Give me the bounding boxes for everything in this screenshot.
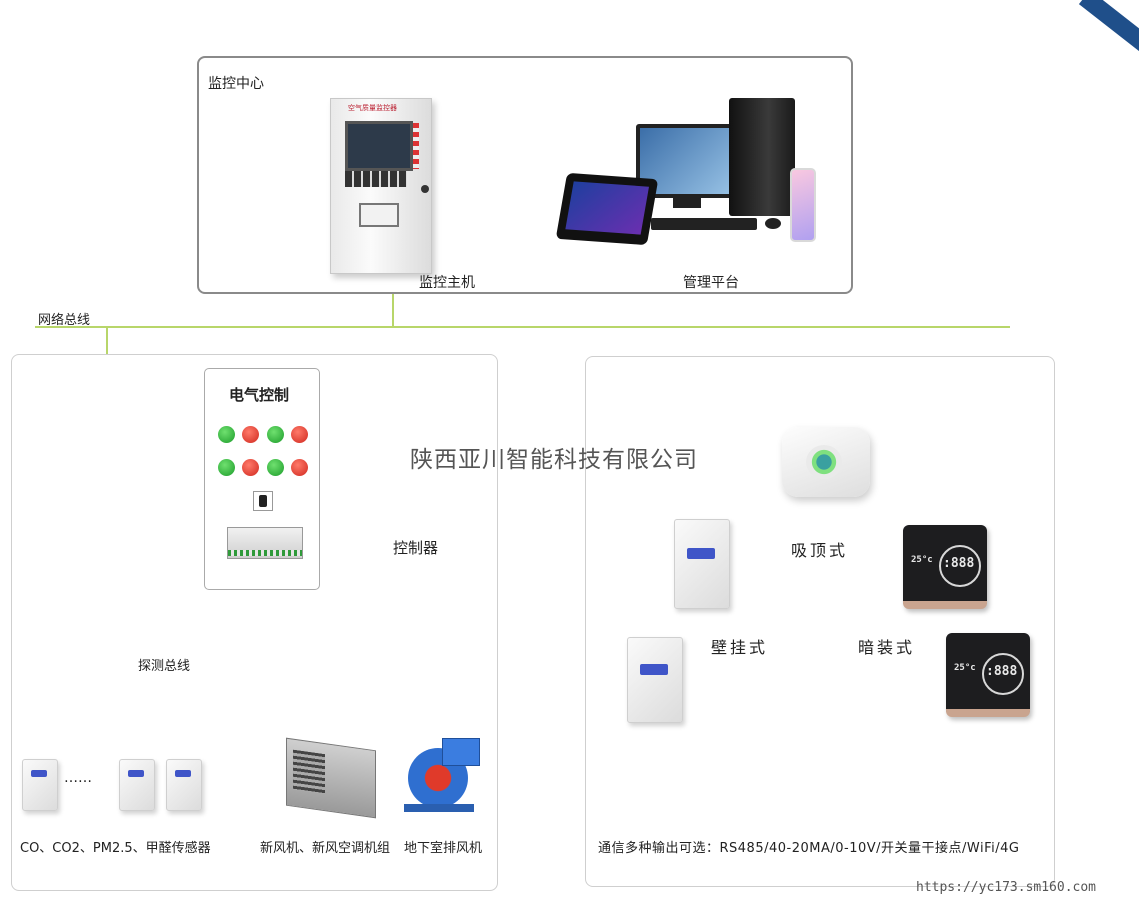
controller-label: 控制器 xyxy=(393,539,439,557)
network-bus-label: 网络总线 xyxy=(38,313,91,328)
sensors-label: CO、CO2、PM2.5、甲醛传感器 xyxy=(20,841,211,856)
wall-mount-label: 壁挂式 xyxy=(711,638,769,657)
electrical-control-title: 电气控制 xyxy=(229,386,290,404)
monitor-center-title: 监控中心 xyxy=(208,76,264,92)
indicator-lamp-3 xyxy=(267,426,284,443)
monitoring-host-image: 空气质量监控器 xyxy=(330,98,432,274)
host-printer xyxy=(359,203,399,227)
fresh-air-label: 新风机、新风空调机组 xyxy=(260,841,391,856)
sensor-device-1 xyxy=(22,759,58,811)
keyboard-image xyxy=(651,218,757,230)
indicator-lamp-4 xyxy=(291,426,308,443)
indicator-lamp-1 xyxy=(218,426,235,443)
embedded-panel-image-1: :888 25°c xyxy=(903,525,987,609)
sensor-device-3 xyxy=(166,759,202,811)
host-screen xyxy=(345,121,413,171)
ceiling-sensor-image xyxy=(782,427,870,497)
indicator-lamp-5 xyxy=(218,459,235,476)
monitor-center-panel: 监控中心 空气质量监控器 监控主机 管理平台 xyxy=(197,56,853,294)
selector-switch-icon xyxy=(253,491,273,511)
exhaust-fan-image xyxy=(404,738,480,814)
host-brand-text: 空气质量监控器 xyxy=(348,104,397,112)
indicator-lamp-6 xyxy=(242,459,259,476)
smartphone-image xyxy=(790,168,816,242)
host-keypad xyxy=(345,171,407,187)
monitoring-host-label: 监控主机 xyxy=(419,275,475,291)
tablet-image xyxy=(555,172,659,246)
detection-bus-label: 探测总线 xyxy=(138,659,191,674)
embedded-mount-label: 暗装式 xyxy=(858,638,916,657)
indicator-lamp-2 xyxy=(242,426,259,443)
controller-module-image xyxy=(227,527,303,559)
ceiling-mount-label: 吸顶式 xyxy=(791,541,849,560)
monitor-stand xyxy=(673,196,701,208)
fresh-air-unit-image xyxy=(286,737,376,819)
source-url[interactable]: https://yc173.sm160.com xyxy=(916,880,1097,895)
wall-sensor-image-1 xyxy=(674,519,730,609)
indicator-lamp-7 xyxy=(267,459,284,476)
wall-sensor-image-2 xyxy=(627,637,683,723)
sensor-ellipsis: …… xyxy=(64,770,92,786)
mouse-image xyxy=(765,218,781,229)
management-platform-label: 管理平台 xyxy=(683,275,739,291)
embedded-panel-image-2: :888 25°c xyxy=(946,633,1030,717)
host-lock-icon xyxy=(421,185,429,193)
indicator-lamp-8 xyxy=(291,459,308,476)
sensor-device-2 xyxy=(119,759,155,811)
host-indicator-column xyxy=(413,123,419,169)
company-watermark: 陕西亚川智能科技有限公司 xyxy=(410,447,698,473)
pc-tower-image xyxy=(729,98,795,216)
product-types-panel: 吸顶式 壁挂式 :888 25°c :888 25°c 暗装式 通信多种输出可选… xyxy=(585,356,1055,887)
communication-options-text: 通信多种输出可选：RS485/40-20MA/0-10V/开关量干接点/WiFi… xyxy=(598,841,1020,856)
exhaust-fan-label: 地下室排风机 xyxy=(404,841,483,856)
electrical-control-cabinet: 电气控制 xyxy=(204,368,320,590)
